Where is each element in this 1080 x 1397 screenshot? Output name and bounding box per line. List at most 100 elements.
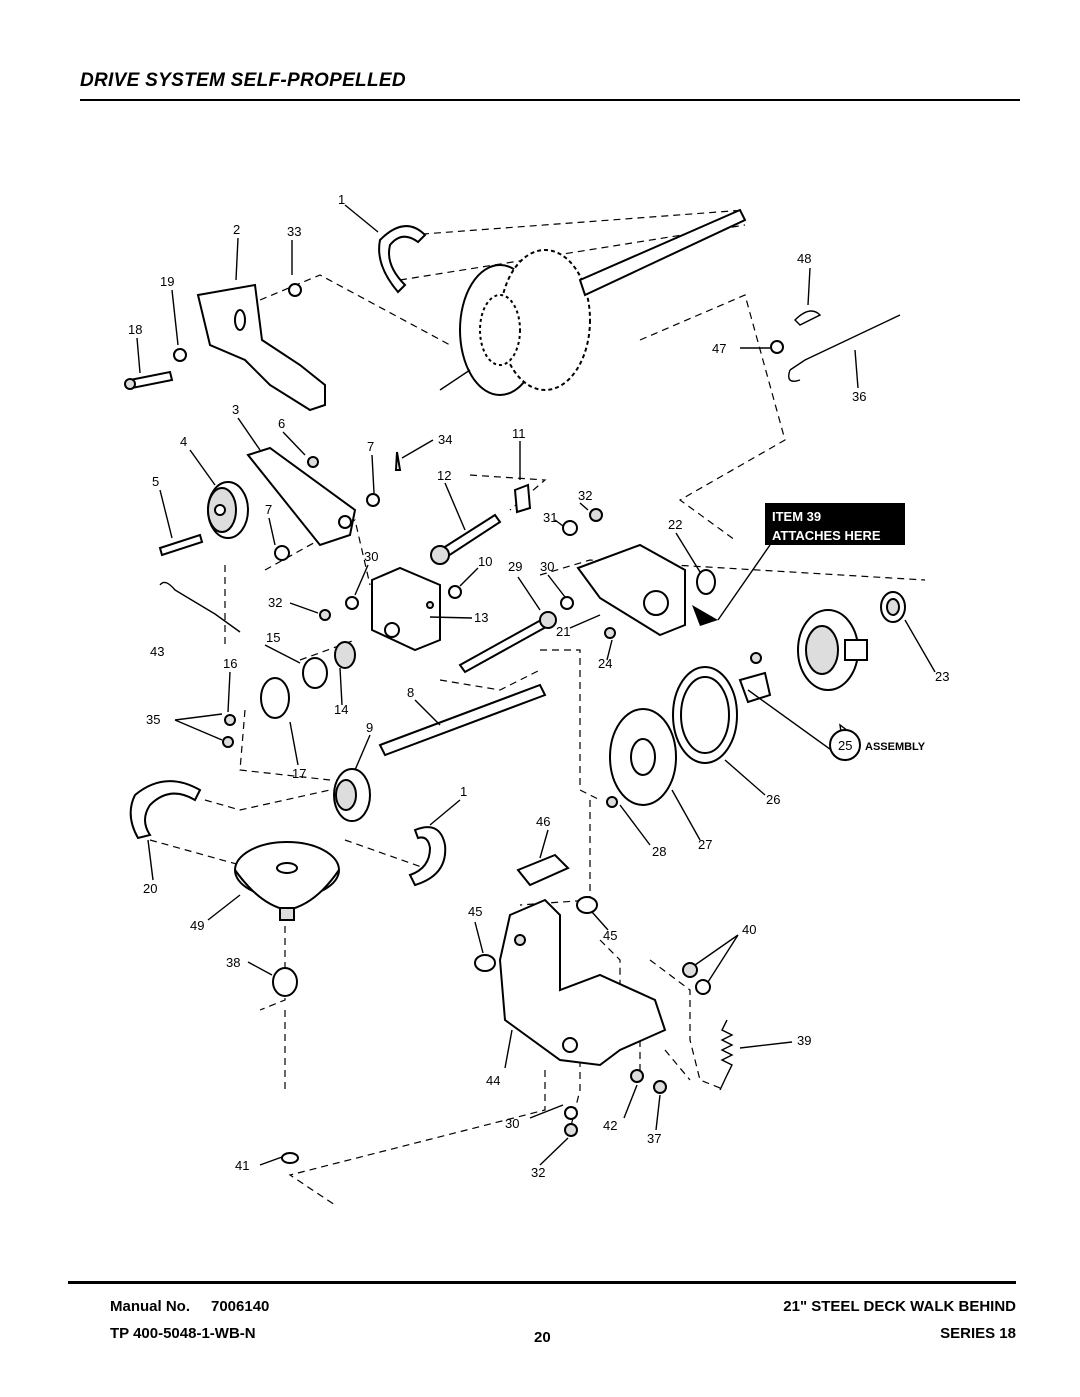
drive-shaft-8 [378, 683, 547, 757]
label-12: 12 [437, 468, 451, 483]
page-title: DRIVE SYSTEM SELF-PROPELLED [80, 70, 406, 91]
label-22: 22 [668, 517, 682, 532]
callout-box [765, 503, 905, 545]
label-19: 19 [160, 274, 174, 289]
label-7: 7 [367, 439, 374, 454]
label-32-second: 32 [268, 595, 282, 610]
shift-rod-36 [789, 314, 901, 371]
label-45-second: 45 [603, 928, 617, 943]
bushing-45-right [576, 896, 598, 914]
footer-divider [68, 1281, 1016, 1284]
label-20: 20 [143, 881, 157, 896]
part-number-labels: 1 2 33 19 18 48 47 36 3 6 4 7 34 11 5 12… [128, 192, 949, 1180]
label-11: 11 [512, 426, 526, 441]
drive-pulley-9 [333, 768, 371, 822]
label-35: 35 [146, 712, 160, 727]
bushing-38 [272, 967, 298, 997]
label-26: 26 [766, 792, 780, 807]
label-18: 18 [128, 322, 142, 337]
hairpin-clip-48 [794, 310, 822, 326]
label-5: 5 [152, 474, 159, 489]
label-6: 6 [278, 416, 285, 431]
label-15: 15 [266, 630, 280, 645]
label-32: 32 [578, 488, 592, 503]
label-44: 44 [486, 1073, 500, 1088]
label-29: 29 [508, 559, 522, 574]
idler-pulley-4 [207, 481, 249, 539]
label-30: 30 [364, 549, 378, 564]
label-30-second: 30 [540, 559, 554, 574]
label-4: 4 [180, 434, 187, 449]
page-number: 20 [534, 1329, 551, 1346]
washer-47 [770, 340, 784, 354]
washer-41 [281, 1152, 299, 1164]
label-40: 40 [742, 922, 756, 937]
label-45: 45 [468, 904, 482, 919]
label-32-third: 32 [531, 1165, 545, 1180]
assembly-number: 25 [838, 738, 852, 753]
label-41: 41 [235, 1158, 249, 1173]
callout-line-2: ATTACHES HERE [772, 528, 881, 543]
hub-assembly-25 [738, 591, 906, 704]
label-36: 36 [852, 389, 866, 404]
retaining-clip-1-lower [408, 826, 447, 887]
manual-number: 7006140 [211, 1298, 270, 1315]
label-10: 10 [478, 554, 492, 569]
series-label: SERIES 18 [940, 1325, 1016, 1342]
tube-46 [516, 853, 570, 887]
label-47: 47 [712, 341, 726, 356]
assembly-number-circle [829, 729, 861, 761]
manual-label: Manual No. [110, 1298, 191, 1315]
drive-plate-27 [609, 708, 677, 806]
bracket-22 [576, 543, 686, 637]
wheel-bracket-44 [498, 898, 667, 1067]
bushing-45-left [474, 954, 496, 972]
callout-line-1: ITEM 39 [772, 509, 821, 524]
label-2: 2 [233, 222, 240, 237]
bearing-housing [371, 566, 441, 652]
label-39: 39 [797, 1033, 811, 1048]
label-16: 16 [223, 656, 237, 671]
label-28: 28 [652, 844, 666, 859]
label-9: 9 [366, 720, 373, 735]
drive-wheel-26 [672, 666, 738, 764]
label-7-second: 7 [265, 502, 272, 517]
label-27: 27 [698, 837, 712, 852]
label-33: 33 [287, 224, 301, 239]
label-37: 37 [647, 1131, 661, 1146]
label-21: 21 [556, 624, 570, 639]
assembly-label: ASSEMBLY [865, 741, 926, 753]
label-34: 34 [438, 432, 452, 447]
label-1: 1 [338, 192, 345, 207]
retaining-clip-20 [129, 780, 202, 840]
label-17: 17 [292, 766, 306, 781]
extension-spring-39 [719, 1019, 734, 1091]
idler-arm-3 [246, 446, 357, 547]
label-23: 23 [935, 669, 949, 684]
label-3: 3 [232, 402, 239, 417]
label-13: 13 [474, 610, 488, 625]
tp-code: TP 400-5048-1-WB-N [110, 1325, 256, 1342]
transmission-housing [439, 208, 747, 396]
retaining-clip-1 [378, 225, 427, 294]
label-43: 43 [150, 644, 164, 659]
label-8: 8 [407, 685, 414, 700]
extension-spring-43 [159, 581, 241, 633]
product-name: 21" STEEL DECK WALK BEHIND [783, 1298, 1016, 1315]
title-divider [80, 99, 1020, 101]
label-49: 49 [190, 918, 204, 933]
label-24: 24 [598, 656, 612, 671]
label-14: 14 [334, 702, 348, 717]
label-1-second: 1 [460, 784, 467, 799]
label-30-third: 30 [505, 1116, 519, 1131]
label-46: 46 [536, 814, 550, 829]
label-42: 42 [603, 1118, 617, 1133]
label-31: 31 [543, 510, 557, 525]
leader-lines [136, 204, 936, 1166]
flange-plate-16 [260, 677, 290, 719]
label-38: 38 [226, 955, 240, 970]
mounting-bracket-2 [196, 283, 326, 412]
drive-cone-49 [234, 841, 340, 921]
label-48: 48 [797, 251, 811, 266]
